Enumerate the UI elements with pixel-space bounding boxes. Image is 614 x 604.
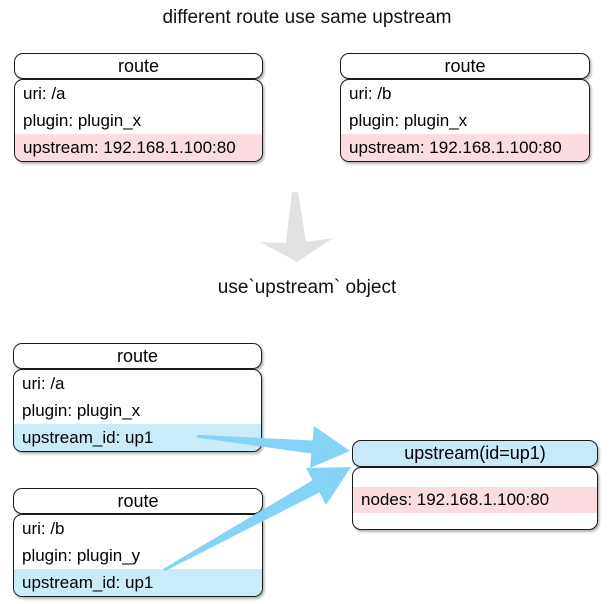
route-upstream-id-row: upstream_id: up1 bbox=[14, 569, 262, 596]
route-upstream-row: upstream: 192.168.1.100:80 bbox=[15, 134, 262, 161]
upstream-box-body: nodes: 192.168.1.100:80 bbox=[352, 467, 598, 530]
route-box-header: route bbox=[13, 343, 262, 369]
route-box-body: uri: /b plugin: plugin_y upstream_id: up… bbox=[13, 514, 263, 597]
route-box-before-a: route uri: /a plugin: plugin_x upstream:… bbox=[14, 53, 263, 162]
route-box-header: route bbox=[14, 53, 263, 79]
upstream-object-box: upstream(id=up1) nodes: 192.168.1.100:80 bbox=[352, 440, 598, 530]
upstream-box-header: upstream(id=up1) bbox=[352, 440, 598, 467]
route-plugin-row: plugin: plugin_x bbox=[22, 401, 141, 420]
down-arrow-icon bbox=[260, 192, 333, 262]
route-uri-row: uri: /b bbox=[349, 84, 392, 103]
route-uri-row: uri: /b bbox=[22, 519, 65, 538]
route-box-body: uri: /b plugin: plugin_x upstream: 192.1… bbox=[340, 79, 590, 162]
route-uri-row: uri: /a bbox=[23, 84, 66, 103]
route-box-header: route bbox=[13, 488, 263, 514]
route-plugin-row: plugin: plugin_y bbox=[22, 546, 141, 565]
route-upstream-id-row: upstream_id: up1 bbox=[14, 424, 261, 451]
transform-label: use`upstream` object bbox=[217, 277, 397, 298]
route-plugin-row: plugin: plugin_x bbox=[349, 111, 468, 130]
route-plugin-row: plugin: plugin_x bbox=[23, 111, 142, 130]
route-uri-row: uri: /a bbox=[22, 374, 65, 393]
route-box-body: uri: /a plugin: plugin_x upstream_id: up… bbox=[13, 369, 262, 452]
route-box-after-b: route uri: /b plugin: plugin_y upstream_… bbox=[13, 488, 263, 597]
route-upstream-row: upstream: 192.168.1.100:80 bbox=[341, 134, 589, 161]
upstream-nodes-row: nodes: 192.168.1.100:80 bbox=[353, 487, 597, 513]
upstream-body-spacer bbox=[353, 468, 597, 487]
route-box-header: route bbox=[340, 53, 590, 79]
diagram-title: different route use same upstream bbox=[162, 7, 452, 28]
route-box-body: uri: /a plugin: plugin_x upstream: 192.1… bbox=[14, 79, 263, 162]
route-box-after-a: route uri: /a plugin: plugin_x upstream_… bbox=[13, 343, 262, 452]
route-box-before-b: route uri: /b plugin: plugin_x upstream:… bbox=[340, 53, 590, 162]
